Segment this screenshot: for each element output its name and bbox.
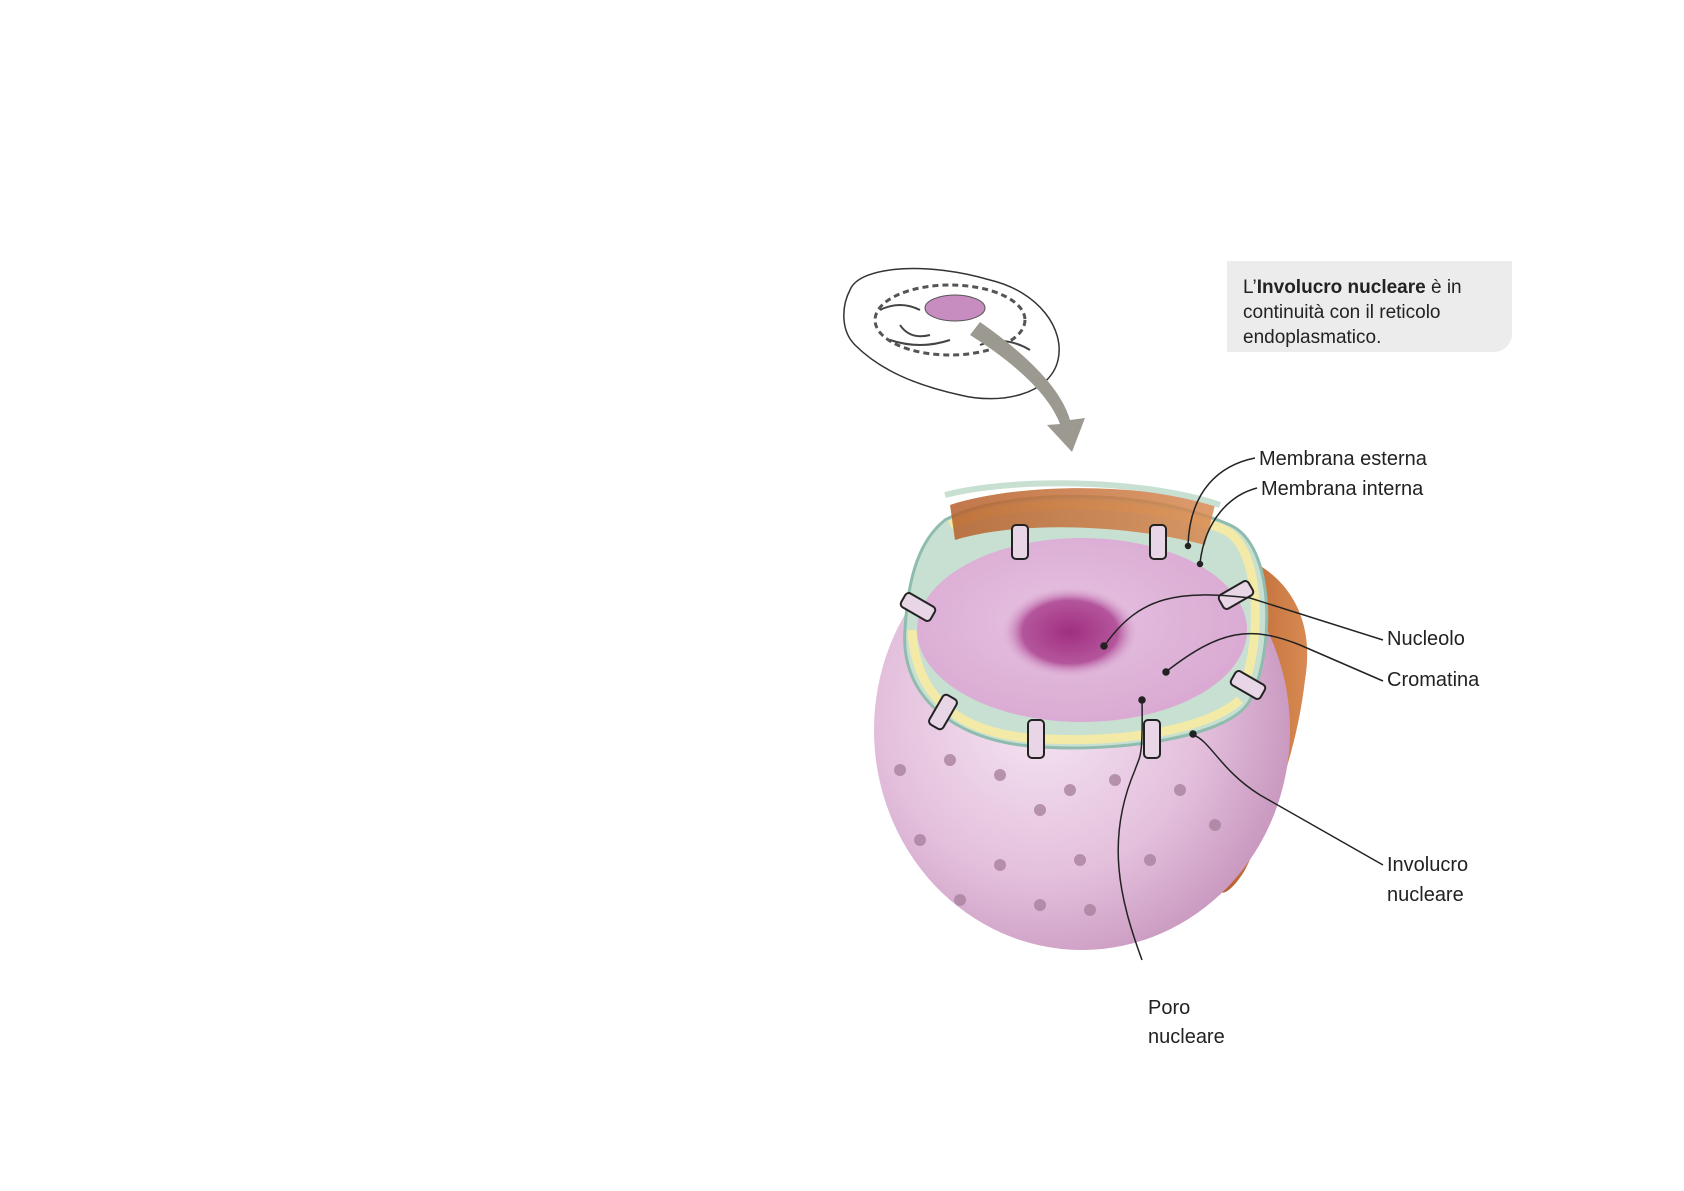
zoom-arrow: [970, 322, 1085, 452]
callout-bold: Involucro nucleare: [1256, 277, 1426, 298]
label-poro-line2: nucleare: [1148, 1026, 1225, 1048]
label-involucro-line1: Involucro: [1387, 854, 1469, 876]
cell-thumbnail: [843, 267, 1060, 400]
label-cromatina: Cromatina: [1387, 669, 1480, 691]
surface-pores: [894, 754, 1221, 916]
label-membrana-esterna: Membrana esterna: [1259, 448, 1427, 470]
leader-lines: [1100, 457, 1384, 961]
label-nucleolo: Nucleolo: [1387, 628, 1465, 650]
nuclear-pores: [899, 524, 1267, 759]
label-poro-line1: Poro: [1148, 997, 1191, 1019]
label-membrana-interna: Membrana interna: [1261, 478, 1424, 500]
callout-text: è in continuità con il reticolo endoplas…: [1243, 277, 1462, 348]
info-callout: L’Involucro nucleare è in continuità con…: [1227, 261, 1512, 352]
label-involucro-line2: nucleare: [1387, 884, 1464, 906]
nucleolus: [1002, 587, 1138, 677]
callout-prefix: L’: [1243, 277, 1257, 298]
